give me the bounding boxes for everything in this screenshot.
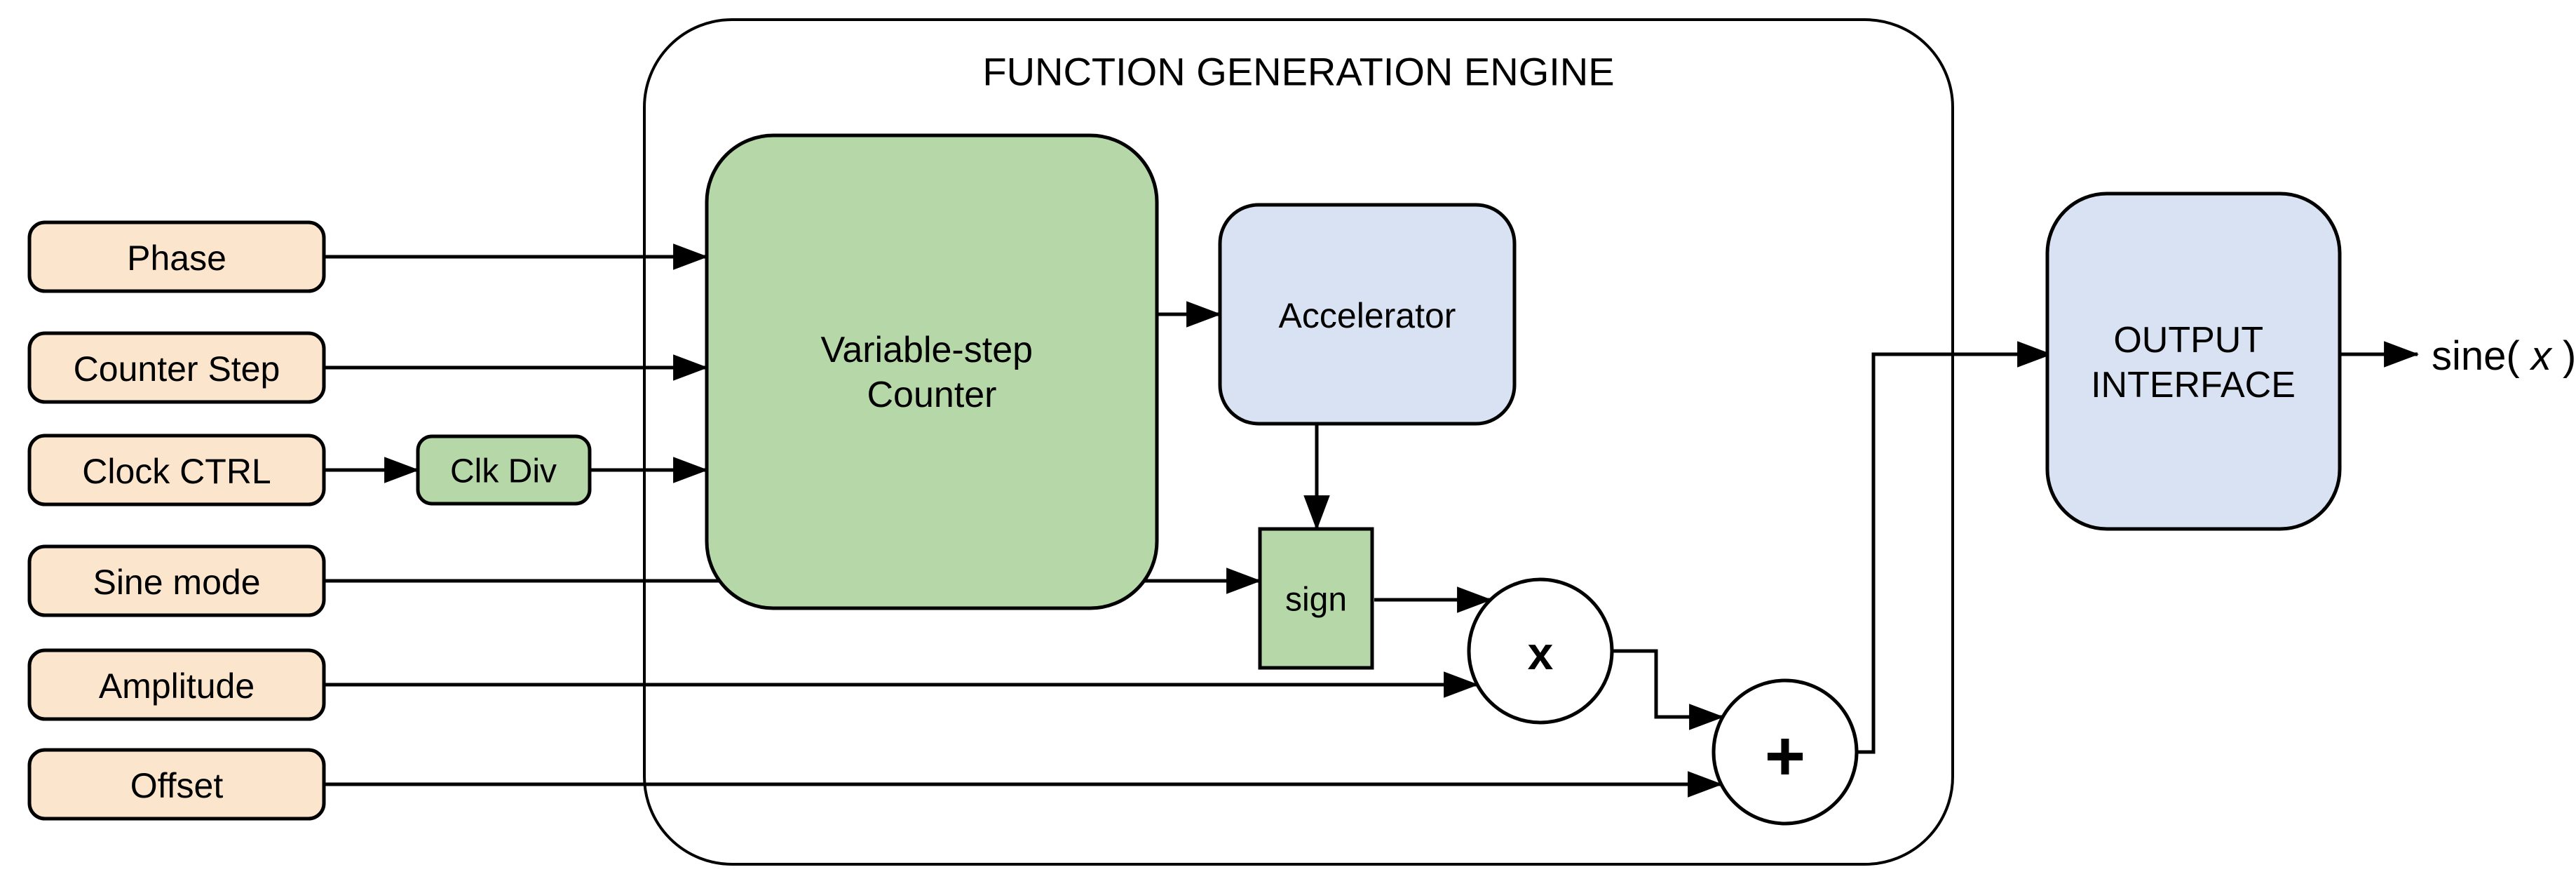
- input-box-counter-step: [27, 331, 326, 404]
- input-label-clock-ctrl: Clock CTRL: [82, 452, 271, 491]
- multiplier-node: [1467, 577, 1614, 725]
- multiplier-symbol: x: [1528, 627, 1554, 679]
- block-accelerator: [1218, 203, 1517, 426]
- input-label-counter-step: Counter Step: [74, 349, 280, 389]
- block-sign: [1258, 527, 1374, 670]
- block-label-clk-div: Clk Div: [450, 453, 557, 490]
- connectors: [324, 243, 2420, 798]
- output-signal-label: sine( x ): [2432, 333, 2576, 379]
- block-label-output-interface: OUTPUT INTERFACE: [2091, 320, 2296, 405]
- input-box-phase: [27, 220, 326, 293]
- block-clk-div: [416, 434, 592, 506]
- output-signal-pre: sine(: [2432, 333, 2520, 379]
- block-label-sign: sign: [1285, 582, 1347, 619]
- adder-node: [1711, 678, 1859, 826]
- block-output-interface: [2045, 192, 2342, 531]
- input-label-sine-mode: Sine mode: [93, 563, 260, 602]
- block-label-accelerator: Accelerator: [1279, 296, 1456, 335]
- input-label-amplitude: Amplitude: [99, 666, 255, 706]
- input-box-offset: [27, 748, 326, 821]
- output-interface-label-line1: OUTPUT: [2113, 320, 2263, 361]
- input-box-clock-ctrl: [27, 434, 326, 506]
- adder-symbol: +: [1765, 717, 1805, 796]
- input-nodes: Phase Counter Step Clock CTRL Sine mode …: [27, 220, 326, 821]
- block-label-variable-step-counter: Variable-step Counter: [821, 330, 1043, 415]
- input-label-phase: Phase: [127, 239, 226, 278]
- connector-adder-to-output-interface: [1857, 341, 2053, 754]
- output-interface-label-line2: INTERFACE: [2091, 365, 2296, 405]
- engine-title: FUNCTION GENERATION ENGINE: [982, 50, 1614, 94]
- counter-label-line1: Variable-step: [821, 330, 1033, 370]
- block-variable-step-counter: [705, 133, 1159, 610]
- output-signal-var: x: [2529, 333, 2553, 379]
- input-box-amplitude: [27, 648, 326, 721]
- counter-label-line2: Counter: [867, 375, 997, 415]
- input-label-offset: Offset: [130, 766, 224, 805]
- connector-multiplier-to-adder: [1612, 649, 1725, 730]
- input-box-sine-mode: [27, 544, 326, 617]
- output-signal-post: ): [2563, 333, 2576, 379]
